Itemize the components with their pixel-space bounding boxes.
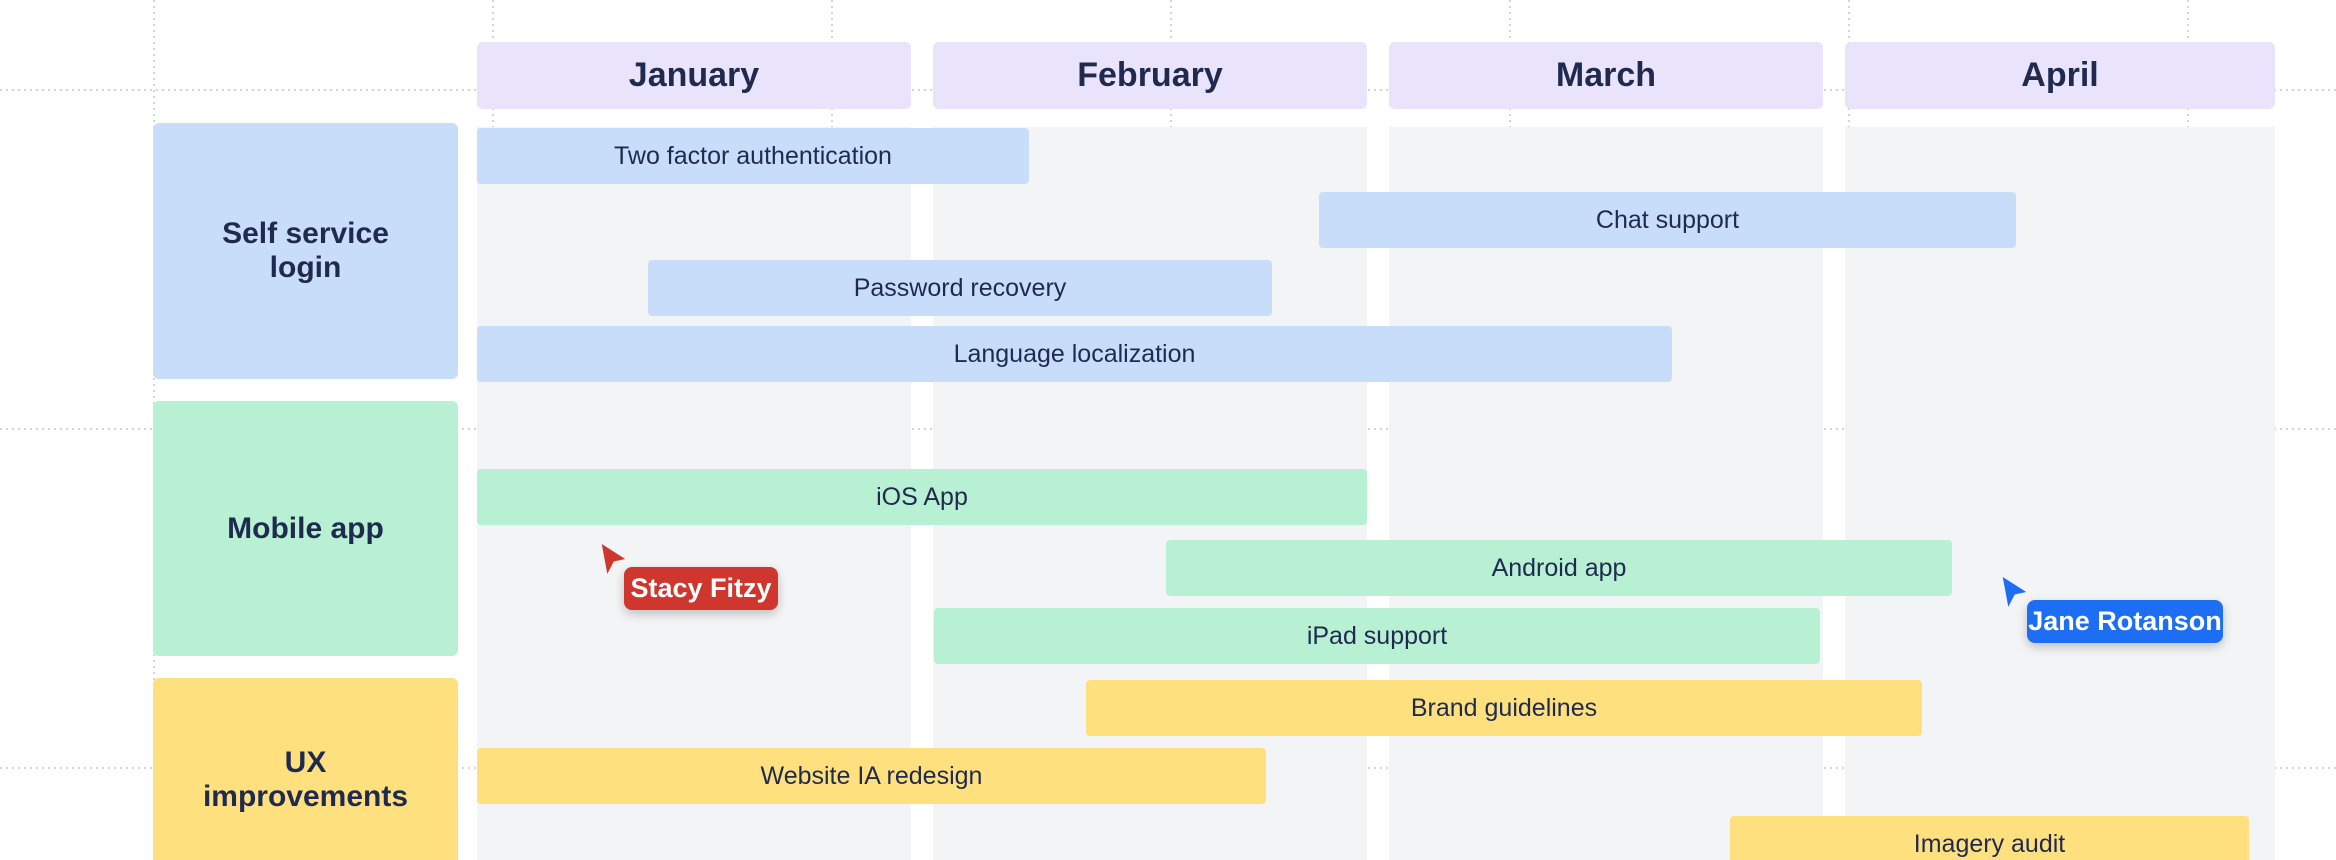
task-label: Language localization (953, 339, 1196, 368)
month-label: March (1555, 56, 1657, 94)
task-bar-ios-app[interactable]: iOS App (477, 469, 1367, 525)
collaborator-name: Stacy Fitzy (630, 573, 772, 603)
category-label-line: improvements (202, 780, 409, 813)
task-bar-language-localization[interactable]: Language localization (477, 326, 1672, 382)
month-header-april[interactable]: April (1845, 42, 2275, 109)
category-label-line: Mobile app (227, 511, 384, 545)
task-bar-chat-support[interactable]: Chat support (1319, 192, 2016, 248)
month-header-january[interactable]: January (477, 42, 911, 109)
collaborator-cursor-icon (600, 544, 627, 580)
task-bar-two-factor-authentication[interactable]: Two factor authentication (477, 128, 1029, 184)
task-bar-password-recovery[interactable]: Password recovery (648, 260, 1272, 316)
month-column-march (1389, 127, 1823, 860)
category-label-line: Self service (222, 217, 389, 250)
pointer-arrow-icon (2002, 577, 2027, 607)
task-label: Brand guidelines (1410, 693, 1598, 722)
task-label: Android app (1491, 553, 1627, 582)
category-label-line: UX (284, 746, 327, 779)
month-label: April (2021, 56, 2099, 94)
month-label: January (628, 56, 760, 94)
category-block-mobile-app[interactable]: Mobile app (153, 401, 458, 656)
collaborator-name: Jane Rotanson (2028, 606, 2222, 636)
task-bar-brand-guidelines[interactable]: Brand guidelines (1086, 680, 1922, 736)
task-label: Two factor authentication (614, 141, 892, 170)
task-label: iOS App (876, 482, 968, 511)
pointer-arrow-icon (601, 544, 626, 574)
month-label: February (1077, 56, 1223, 94)
task-label: Website IA redesign (760, 761, 983, 790)
month-header-march[interactable]: March (1389, 42, 1823, 109)
task-bar-ipad-support[interactable]: iPad support (934, 608, 1820, 664)
category-label-line: login (269, 251, 342, 284)
task-bar-website-ia-redesign[interactable]: Website IA redesign (477, 748, 1266, 804)
collaborator-name-badge-stacy-fitzy: Stacy Fitzy (624, 567, 778, 610)
month-header-february[interactable]: February (933, 42, 1367, 109)
task-label: iPad support (1306, 621, 1448, 650)
task-bar-android-app[interactable]: Android app (1166, 540, 1952, 596)
collaborator-name-badge-jane-rotanson: Jane Rotanson (2027, 600, 2223, 643)
task-label: Imagery audit (1913, 829, 2066, 858)
task-label: Chat support (1595, 205, 1740, 234)
task-label: Password recovery (853, 273, 1067, 302)
task-bar-imagery-audit[interactable]: Imagery audit (1730, 816, 2249, 860)
month-column-april (1845, 127, 2275, 860)
collaborator-cursor-icon (2001, 577, 2028, 613)
